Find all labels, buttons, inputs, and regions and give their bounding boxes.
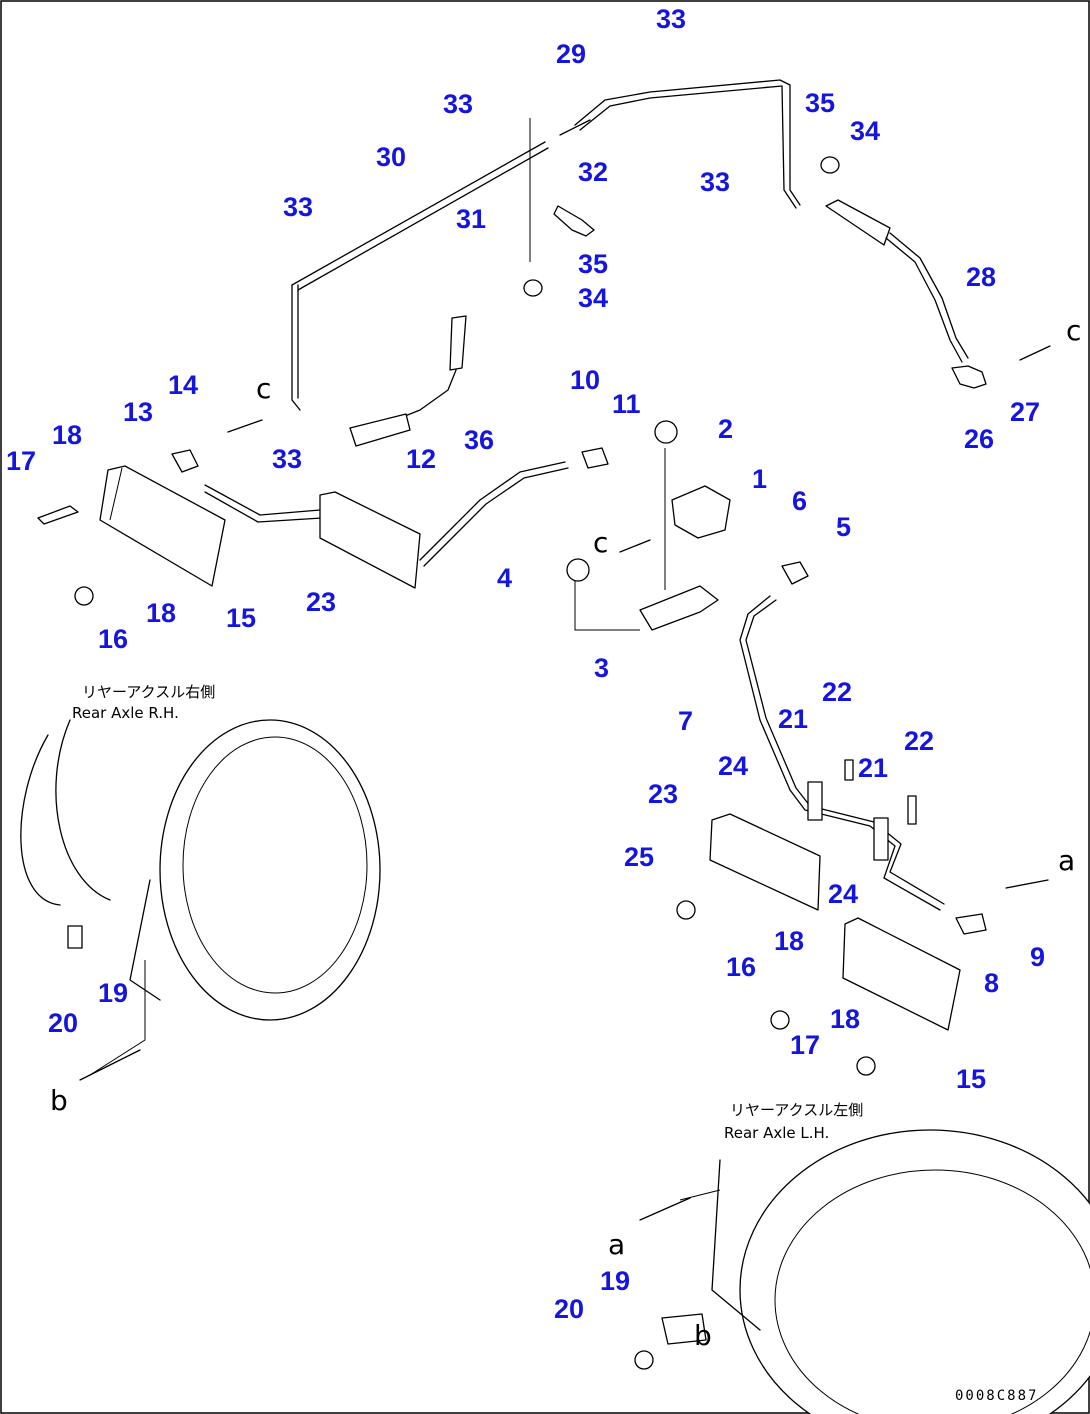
callout-23: 23 — [648, 779, 678, 809]
callout-24: 24 — [718, 751, 748, 781]
piping-lines — [204, 79, 987, 911]
caption-rear-axle-lh-jp: リヤーアクスル左側 — [730, 1101, 863, 1119]
callout-11: 11 — [612, 389, 641, 419]
callout-16: 16 — [98, 624, 128, 654]
drawing-code: 0008C887 — [955, 1388, 1038, 1404]
callout-17: 17 — [790, 1030, 820, 1060]
callout-21: 21 — [858, 753, 888, 783]
bracket-23-left — [319, 491, 421, 589]
callout-35: 35 — [805, 88, 835, 118]
callout-34: 34 — [578, 283, 608, 313]
callout-33: 33 — [656, 4, 686, 34]
ref-b: b — [50, 1084, 68, 1117]
callout-18: 18 — [146, 598, 176, 628]
callout-14: 14 — [168, 370, 198, 400]
callout-1: 1 — [752, 464, 767, 494]
callout-5: 5 — [836, 512, 851, 542]
callout-25: 25 — [624, 842, 654, 872]
callout-22: 22 — [822, 677, 852, 707]
callout-7: 7 — [678, 706, 693, 736]
callout-6: 6 — [792, 486, 807, 516]
callout-33: 33 — [283, 192, 313, 222]
callout-35: 35 — [578, 249, 608, 279]
callout-31: 31 — [456, 204, 486, 234]
callout-29: 29 — [556, 39, 586, 69]
callout-9: 9 — [1030, 942, 1045, 972]
callout-3: 3 — [594, 653, 609, 683]
callout-20: 20 — [554, 1294, 584, 1324]
callout-28: 28 — [966, 262, 996, 292]
callout-33: 33 — [700, 167, 730, 197]
caption-rear-axle-rh-en: Rear Axle R.H. — [72, 704, 179, 722]
callout-18: 18 — [52, 420, 82, 450]
callout-15: 15 — [956, 1064, 986, 1094]
ref-c-middle: c — [593, 526, 608, 559]
callout-21: 21 — [778, 704, 808, 734]
components — [37, 156, 987, 1076]
callout-27: 27 — [1010, 397, 1040, 427]
connection-arrows — [79, 345, 1051, 1221]
callout-32: 32 — [578, 157, 608, 187]
callout-24: 24 — [828, 879, 858, 909]
ref-c-left: c — [256, 372, 271, 405]
callout-18: 18 — [774, 926, 804, 956]
callout-16: 16 — [726, 952, 756, 982]
callout-4: 4 — [497, 563, 512, 593]
callout-12: 12 — [406, 444, 436, 474]
callout-20: 20 — [48, 1008, 78, 1038]
callout-26: 26 — [964, 424, 994, 454]
callout-36: 36 — [464, 425, 494, 455]
ref-c-upper: c — [1066, 314, 1081, 347]
callout-8: 8 — [984, 968, 999, 998]
callouts: 33 29 33 35 34 30 32 33 33 31 35 28 34 1… — [6, 4, 1045, 1324]
callout-33: 33 — [443, 89, 473, 119]
callout-10: 10 — [570, 365, 600, 395]
callout-23: 23 — [306, 587, 336, 617]
callout-19: 19 — [98, 978, 128, 1008]
bracket-3-shape — [639, 585, 719, 631]
ref-b-lower: b — [694, 1319, 712, 1352]
guard-15-left — [99, 465, 226, 587]
callout-34: 34 — [850, 116, 880, 146]
rear-axle-lh-sketch — [634, 1129, 1090, 1414]
caption-rear-axle-lh-en: Rear Axle L.H. — [724, 1124, 829, 1142]
callout-2: 2 — [718, 414, 733, 444]
rear-axle-rh-sketch — [20, 719, 381, 1076]
ref-a-right: a — [1058, 844, 1075, 877]
guard-15-right — [842, 917, 961, 1031]
callout-15: 15 — [226, 603, 256, 633]
callout-17: 17 — [6, 446, 36, 476]
callout-30: 30 — [376, 142, 406, 172]
valve-1-shape — [671, 485, 731, 539]
callout-22: 22 — [904, 726, 934, 756]
caption-rear-axle-rh-jp: リヤーアクスル右側 — [82, 683, 215, 701]
clamp-21b-shape — [873, 817, 889, 861]
callout-13: 13 — [123, 397, 153, 427]
callout-33: 33 — [272, 444, 302, 474]
ref-a-lower: a — [608, 1228, 625, 1261]
clamp-21a-shape — [807, 781, 823, 821]
callout-18: 18 — [830, 1004, 860, 1034]
bracket-23-right — [709, 813, 821, 911]
callout-19: 19 — [600, 1266, 630, 1296]
